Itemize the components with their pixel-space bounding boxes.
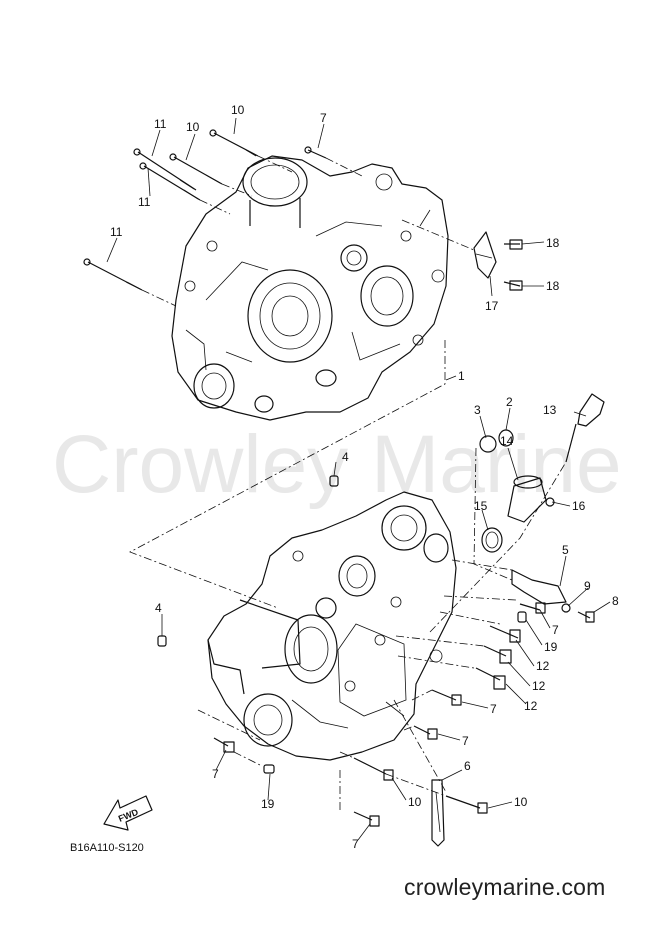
callout-16: 16 [572,499,586,513]
callout-12: 12 [532,679,546,693]
callout-4: 4 [342,450,349,464]
callout-11: 11 [154,117,167,131]
site-url[interactable]: crowleymarine.com [404,874,606,900]
reference-code: B16A110-S120 [70,842,144,854]
callout-9: 9 [584,579,591,593]
callout-5: 5 [562,543,569,557]
callout-18: 18 [546,236,560,250]
callout-7: 7 [212,767,219,781]
callout-13: 13 [543,403,557,417]
callout-7: 7 [490,702,497,716]
bracket-17 [401,219,523,291]
upper-bolts [83,129,363,307]
lower-crankcase-half [207,491,457,761]
callout-8: 8 [612,594,619,608]
callout-7: 7 [320,111,327,125]
callout-4: 4 [155,601,162,615]
callout-10: 10 [231,103,245,117]
callout-7: 7 [352,837,359,851]
watermark: Crowley Marine [52,419,622,510]
callout-17: 17 [485,299,499,313]
callout-14: 14 [500,434,514,448]
assembly-lines [129,340,567,810]
callout-10: 10 [408,795,422,809]
callout-11: 11 [138,195,151,209]
callout-10: 10 [514,795,528,809]
callout-1: 1 [458,369,465,383]
callout-2: 2 [506,395,513,409]
callout-numbers: 10 10 11 11 11 7 18 18 17 1 2 3 13 14 15… [110,103,619,851]
callout-12: 12 [524,699,538,713]
callout-19: 19 [261,797,275,811]
callout-19: 19 [544,640,558,654]
callout-3: 3 [474,403,481,417]
callout-7: 7 [462,734,469,748]
callout-7: 7 [552,623,559,637]
callout-18: 18 [546,279,560,293]
dowel-pins [157,475,527,774]
plate-6 [431,779,445,847]
callout-10: 10 [186,120,200,134]
fwd-arrow-icon: FWD [103,795,153,831]
callout-12: 12 [536,659,550,673]
leader-lines [106,117,611,841]
upper-crankcase-half [171,155,449,421]
callout-11: 11 [110,225,123,239]
callout-15: 15 [474,499,488,513]
lower-bolts [213,602,546,827]
oil-fill-assembly [479,393,605,623]
callout-6: 6 [464,759,471,773]
